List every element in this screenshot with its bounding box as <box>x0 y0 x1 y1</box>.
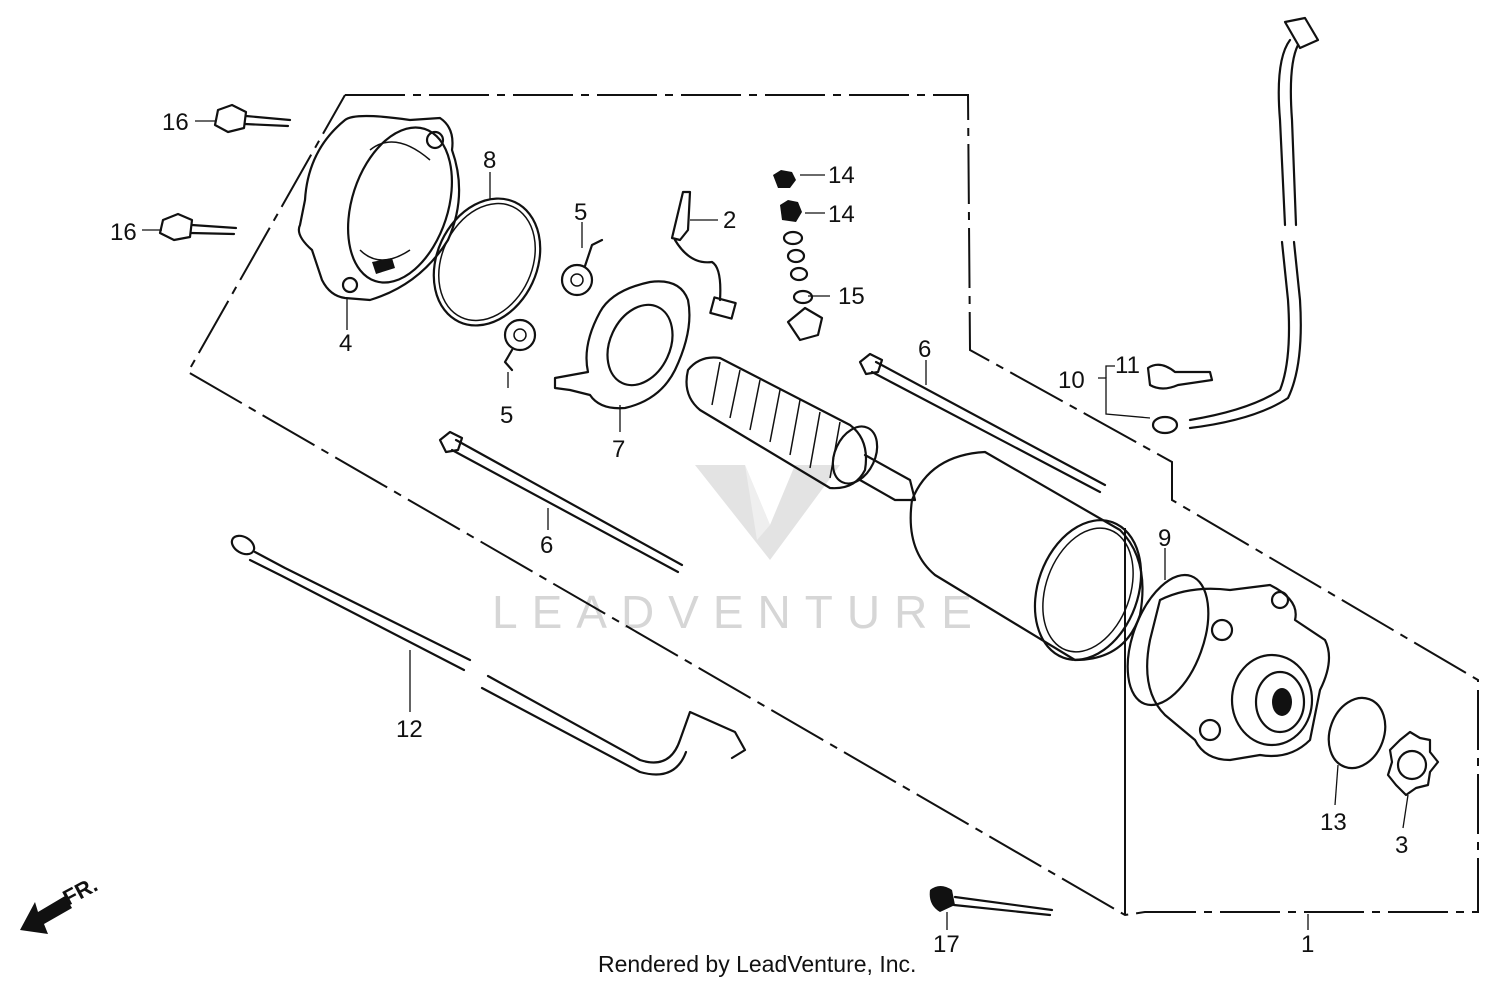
rear-cover-part <box>297 114 461 302</box>
watermark-logo <box>695 465 840 560</box>
ground-cable-part <box>230 534 747 776</box>
brush-spring-lower-part <box>503 318 537 372</box>
callout-5-upper: 5 <box>574 199 587 226</box>
bolt-16-upper-part <box>213 103 292 134</box>
callout-11: 11 <box>1115 352 1140 379</box>
drive-gear-part <box>1386 730 1440 797</box>
callout-4: 4 <box>339 330 352 357</box>
callout-labels: 16 16 8 5 5 2 4 7 14 14 15 6 6 11 10 9 1… <box>110 109 1408 958</box>
through-bolt-upper-part <box>858 352 1107 494</box>
nut-lower-part <box>780 200 802 222</box>
callout-2: 2 <box>723 207 736 234</box>
callout-7: 7 <box>612 436 625 463</box>
callout-13: 13 <box>1320 809 1347 836</box>
callout-14-lower: 14 <box>828 201 855 228</box>
terminal-brush-part <box>670 190 737 320</box>
callout-15: 15 <box>838 283 865 310</box>
callout-10: 10 <box>1058 367 1085 394</box>
front-o-ring-part <box>1126 573 1210 707</box>
callout-16-lower: 16 <box>110 219 137 246</box>
watermark-text: LEADVENTURE <box>492 586 986 638</box>
brush-spring-upper-part <box>560 238 604 297</box>
bolt-17-part <box>929 886 1054 917</box>
bolt-16-lower-part <box>158 212 238 242</box>
leader-lines <box>142 120 1409 930</box>
callout-1: 1 <box>1301 931 1314 958</box>
brush-holder-plate-part <box>553 280 691 410</box>
through-bolt-lower-part <box>438 430 684 574</box>
callout-5-lower: 5 <box>500 402 513 429</box>
callout-6-upper: 6 <box>918 336 931 363</box>
starter-cable-part <box>1146 16 1320 435</box>
callout-6-lower: 6 <box>540 532 553 559</box>
callout-12: 12 <box>396 716 423 743</box>
callout-8: 8 <box>483 147 496 174</box>
render-credit: Rendered by LeadVenture, Inc. <box>598 951 916 977</box>
front-direction-arrow: FR. <box>20 872 102 934</box>
callout-3: 3 <box>1395 832 1408 859</box>
callout-9: 9 <box>1158 525 1171 552</box>
washer-set-part <box>782 230 824 342</box>
armature-part <box>685 356 917 502</box>
nut-upper-part <box>773 170 796 188</box>
yoke-housing-part <box>909 450 1144 662</box>
assembly-frame <box>186 94 1479 917</box>
callout-14-upper: 14 <box>828 162 855 189</box>
o-ring-part <box>432 197 542 327</box>
callout-17: 17 <box>933 931 960 958</box>
small-o-ring-part <box>1327 696 1387 770</box>
callout-16-upper: 16 <box>162 109 189 136</box>
front-cover-part <box>1146 583 1331 762</box>
